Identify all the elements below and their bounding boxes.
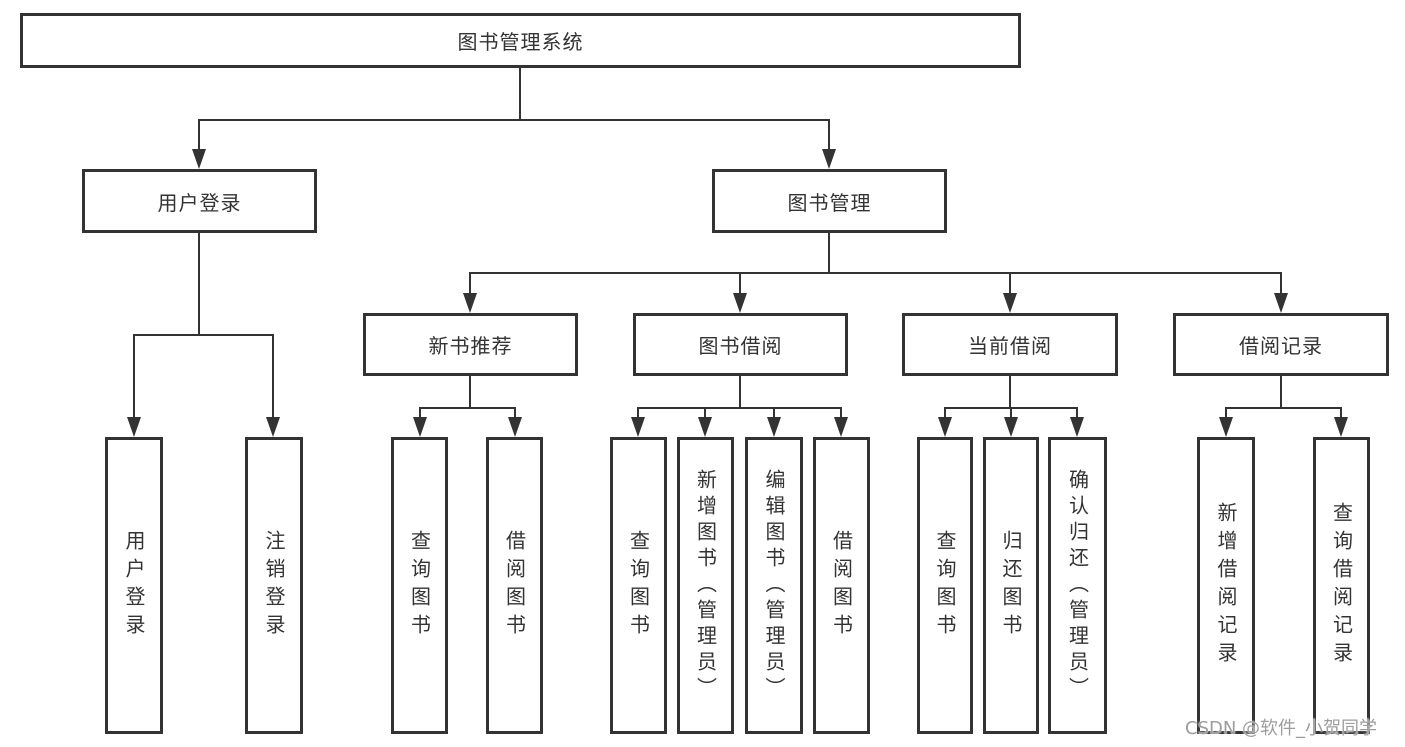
node-label: 图书管理 bbox=[787, 190, 872, 215]
arrowhead-to-leaf-logout bbox=[266, 417, 280, 437]
connector-bookmgmt-stem bbox=[828, 231, 830, 274]
leaf-cb-return-books: 归还图书 bbox=[983, 437, 1039, 734]
connector-br-stem bbox=[1280, 374, 1282, 409]
leaf-cb-confirm-return-admin: 确认归还（管理员） bbox=[1048, 437, 1107, 734]
arrowhead-to-book-borrow bbox=[733, 293, 747, 313]
leaf-label: 确认归还（管理员） bbox=[1065, 468, 1090, 703]
leaf-br-add-record: 新增借阅记录 bbox=[1197, 437, 1255, 734]
connector-rec-drop-2 bbox=[514, 407, 516, 421]
connector-bb-spread bbox=[637, 407, 842, 409]
connector-bookmgmt-drop-4 bbox=[1280, 272, 1282, 295]
node-label: 新书推荐 bbox=[428, 334, 513, 358]
arrowhead-to-bb-edit bbox=[767, 417, 781, 437]
arrowhead-to-borrow-records bbox=[1274, 293, 1288, 313]
arrowhead-to-cb-return bbox=[1004, 417, 1018, 437]
connector-br-drop-2 bbox=[1340, 407, 1342, 421]
connector-root-spread bbox=[198, 119, 830, 121]
arrowhead-to-br-add bbox=[1219, 417, 1233, 437]
arrowhead-to-book-mgmt bbox=[822, 149, 836, 169]
node-label: 图书管理系统 bbox=[457, 30, 584, 54]
leaf-bb-add-books-admin: 新增图书（管理员） bbox=[677, 437, 734, 734]
arrowhead-to-new-book-rec bbox=[463, 293, 477, 313]
leaf-label: 新增借阅记录 bbox=[1214, 501, 1238, 670]
connector-rec-stem bbox=[469, 374, 471, 409]
connector-cb-stem bbox=[1009, 374, 1011, 409]
leaf-bb-query-books: 查询图书 bbox=[610, 437, 667, 734]
connector-br-spread bbox=[1225, 407, 1342, 409]
leaf-label: 查询图书 bbox=[933, 529, 957, 642]
leaf-logout: 注销登录 bbox=[245, 437, 303, 734]
connector-root-right-drop bbox=[828, 119, 830, 151]
leaf-label: 借阅图书 bbox=[829, 529, 854, 642]
node-label: 图书借阅 bbox=[698, 334, 783, 358]
arrowhead-to-current-borrow bbox=[1003, 293, 1017, 313]
node-current-borrow: 当前借阅 bbox=[902, 313, 1118, 376]
connector-bookmgmt-drop-1 bbox=[469, 272, 471, 295]
node-label: 借阅记录 bbox=[1239, 334, 1323, 358]
arrowhead-to-br-query bbox=[1334, 417, 1348, 437]
leaf-label: 归还图书 bbox=[999, 529, 1023, 642]
leaf-label: 编辑图书（管理员） bbox=[762, 468, 786, 703]
arrowhead-to-cb-query bbox=[938, 417, 952, 437]
connector-bookmgmt-spread bbox=[469, 272, 1282, 274]
leaf-bb-edit-books-admin: 编辑图书（管理员） bbox=[745, 437, 803, 734]
arrowhead-to-leaf-login bbox=[127, 417, 141, 437]
connector-bb-drop-4 bbox=[840, 407, 842, 421]
connector-cb-drop-3 bbox=[1076, 407, 1078, 421]
connector-bookmgmt-drop-2 bbox=[739, 272, 741, 295]
connector-userlogin-drop-1 bbox=[133, 334, 135, 419]
connector-root-left-drop bbox=[198, 119, 200, 151]
connector-br-drop-1 bbox=[1225, 407, 1227, 421]
arrowhead-to-bb-add bbox=[698, 417, 712, 437]
connector-bb-drop-1 bbox=[637, 407, 639, 421]
connector-userlogin-spread bbox=[133, 334, 274, 336]
leaf-label: 注销登录 bbox=[262, 529, 286, 642]
csdn-watermark: CSDN @软件_小贺同学 bbox=[1185, 718, 1378, 739]
connector-bb-drop-2 bbox=[704, 407, 706, 421]
leaf-label: 借阅图书 bbox=[502, 529, 527, 642]
connector-bb-stem bbox=[739, 374, 741, 409]
leaf-rec-query-books: 查询图书 bbox=[391, 437, 448, 734]
connector-userlogin-stem bbox=[198, 231, 200, 336]
connector-bookmgmt-drop-3 bbox=[1009, 272, 1011, 295]
node-book-management-system: 图书管理系统 bbox=[20, 13, 1021, 68]
leaf-label: 查询图书 bbox=[407, 529, 432, 642]
connector-bb-drop-3 bbox=[773, 407, 775, 421]
arrowhead-to-bb-query bbox=[631, 417, 645, 437]
node-book-mgmt: 图书管理 bbox=[712, 169, 947, 233]
connector-cb-drop-1 bbox=[944, 407, 946, 421]
node-new-book-rec: 新书推荐 bbox=[363, 313, 578, 376]
leaf-label: 查询图书 bbox=[626, 529, 651, 642]
leaf-label: 用户登录 bbox=[122, 529, 146, 642]
connector-cb-drop-2 bbox=[1010, 407, 1012, 421]
connector-rec-drop-1 bbox=[419, 407, 421, 421]
connector-userlogin-drop-2 bbox=[272, 334, 274, 419]
node-book-borrow: 图书借阅 bbox=[633, 313, 848, 376]
node-user-login: 用户登录 bbox=[82, 169, 317, 233]
arrowhead-to-rec-query bbox=[413, 417, 427, 437]
leaf-rec-borrow-books: 借阅图书 bbox=[486, 437, 543, 734]
leaf-label: 新增图书（管理员） bbox=[693, 468, 718, 703]
leaf-bb-borrow-books: 借阅图书 bbox=[813, 437, 870, 734]
leaf-cb-query-books: 查询图书 bbox=[917, 437, 973, 734]
connector-rec-spread bbox=[419, 407, 516, 409]
arrowhead-to-rec-borrow bbox=[508, 417, 522, 437]
node-borrow-records: 借阅记录 bbox=[1173, 313, 1389, 376]
arrowhead-to-user-login bbox=[192, 149, 206, 169]
leaf-label: 查询借阅记录 bbox=[1329, 501, 1354, 670]
arrowhead-to-cb-confirm bbox=[1070, 417, 1084, 437]
node-label: 用户登录 bbox=[157, 190, 242, 215]
leaf-user-login: 用户登录 bbox=[105, 437, 163, 734]
node-label: 当前借阅 bbox=[968, 334, 1052, 358]
arrowhead-to-bb-borrow bbox=[834, 417, 848, 437]
leaf-br-query-record: 查询借阅记录 bbox=[1313, 437, 1370, 734]
connector-root-stem bbox=[519, 66, 521, 121]
